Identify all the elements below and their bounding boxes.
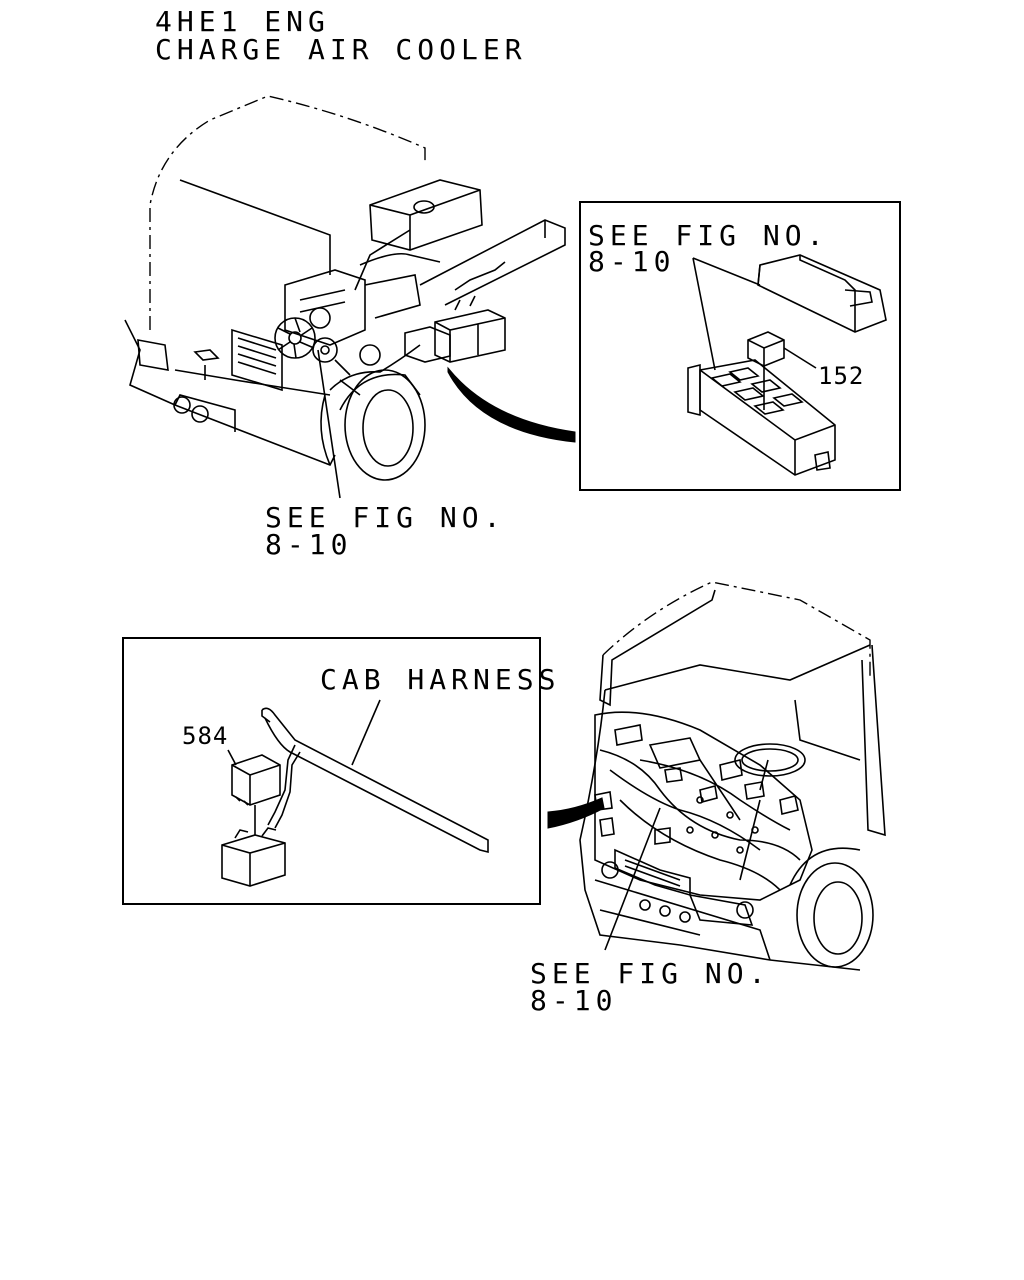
part-number-584[interactable]: 584	[182, 722, 229, 750]
top-ref-line2: 8-10	[265, 528, 353, 561]
cab-harness-label: CAB HARNESS	[320, 663, 561, 696]
bottom-ref-line2: 8-10	[530, 984, 618, 1017]
callout-ref-line2: 8-10	[588, 245, 676, 278]
diagram-title-line2: CHARGE AIR COOLER	[155, 33, 527, 66]
bottom-ref-line1: SEE FIG NO.	[530, 957, 771, 990]
diagram-title-line1: 4HE1 ENG	[155, 5, 330, 38]
callout-ref-line1: SEE FIG NO.	[588, 219, 829, 252]
top-ref-line1: SEE FIG NO.	[265, 501, 506, 534]
part-number-152[interactable]: 152	[818, 362, 865, 390]
